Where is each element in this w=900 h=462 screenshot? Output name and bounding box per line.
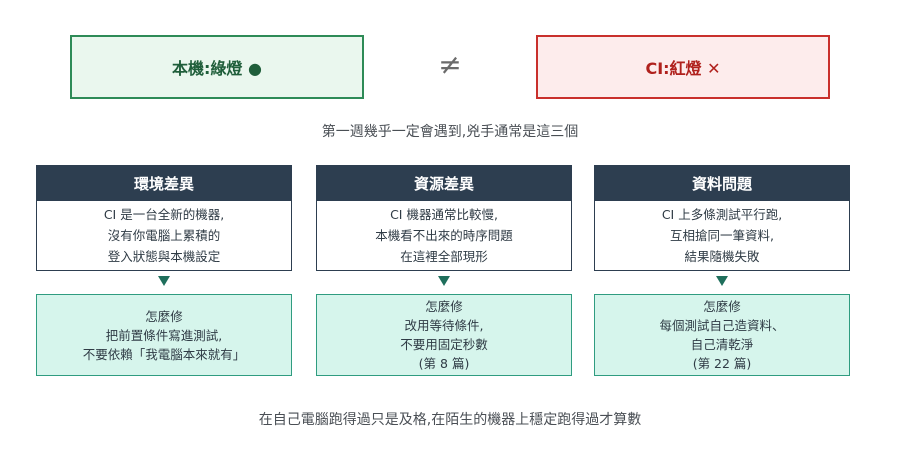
fix-line: 改用等待條件, <box>404 318 484 333</box>
fix-line: 每個測試自己造資料、 <box>659 318 785 333</box>
description-line: CI 上多條測試平行跑, <box>661 207 783 222</box>
description-line: 沒有你電腦上累積的 <box>107 228 221 243</box>
ci-status-label: CI:紅燈 ✕ <box>645 59 721 78</box>
fix-line: 怎麼修 <box>425 299 463 314</box>
fix-box: 怎麼修 把前置條件寫進測試, 不要依賴「我電腦本來就有」 <box>36 294 292 376</box>
fix-line: 不要依賴「我電腦本來就有」 <box>82 346 246 362</box>
description-line: 結果隨機失敗 <box>684 249 760 264</box>
arrow-down-icon <box>438 276 450 286</box>
description-line: CI 機器通常比較慢, <box>390 207 498 222</box>
fix-box: 怎麼修 每個測試自己造資料、 自己清乾淨 (第 22 篇) <box>594 294 850 376</box>
ci-status-box: CI:紅燈 ✕ <box>536 35 830 99</box>
description-line: 登入狀態與本機設定 <box>107 249 221 264</box>
fix-line: 把前置條件寫進測試, <box>105 327 223 343</box>
arrow-down-icon <box>716 276 728 286</box>
footer-text: 在自己電腦跑得過只是及格,在陌生的機器上穩定跑得過才算數 <box>258 412 642 428</box>
fix-line: 怎麼修 <box>703 299 741 314</box>
description-line: 本機看不出來的時序問題 <box>375 228 513 243</box>
column-description: CI 上多條測試平行跑, 互相搶同一筆資料, 結果隨機失敗 <box>594 201 850 271</box>
column-description: CI 機器通常比較慢, 本機看不出來的時序問題 在這裡全部現形 <box>316 201 572 271</box>
local-status-box: 本機:綠燈 ● <box>70 35 364 99</box>
fix-box: 怎麼修 改用等待條件, 不要用固定秒數 (第 8 篇) <box>316 294 572 376</box>
subtitle: 第一週幾乎一定會遇到,兇手通常是這三個 <box>321 124 579 140</box>
column-description: CI 是一台全新的機器, 沒有你電腦上累積的 登入狀態與本機設定 <box>36 201 292 271</box>
fix-line: (第 22 篇) <box>692 356 752 371</box>
description-line: 互相搶同一筆資料, <box>670 228 774 243</box>
not-equal-sign: ≠ <box>438 48 462 81</box>
arrow-down-icon <box>158 276 170 286</box>
fix-line: 怎麼修 <box>145 308 183 324</box>
description-line: 在這裡全部現形 <box>400 249 488 264</box>
fix-line: 不要用固定秒數 <box>400 337 488 352</box>
local-status-label: 本機:綠燈 ● <box>172 59 262 78</box>
column-header: 資料問題 <box>594 165 850 201</box>
column-header: 環境差異 <box>36 165 292 201</box>
fix-line: 自己清乾淨 <box>690 337 754 352</box>
column-header: 資源差異 <box>316 165 572 201</box>
fix-line: (第 8 篇) <box>418 356 470 371</box>
description-line: CI 是一台全新的機器, <box>103 207 225 222</box>
